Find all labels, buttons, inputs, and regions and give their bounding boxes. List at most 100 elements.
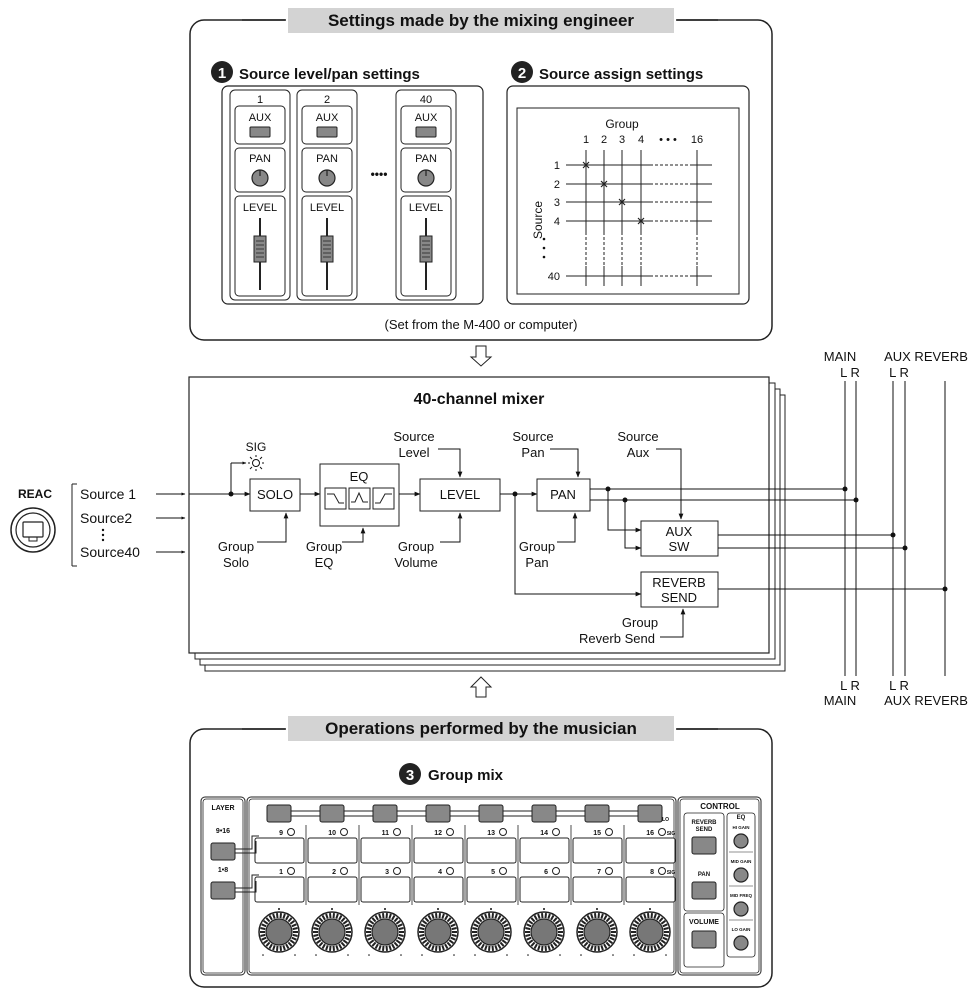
aux-label: AUX	[316, 112, 339, 124]
knob-dot	[347, 954, 349, 956]
pan-label: PAN	[415, 153, 437, 165]
bus-aux-lr-bottom: L R	[889, 678, 909, 693]
lower-display	[466, 876, 517, 903]
lower-display	[625, 876, 676, 903]
source-row-label: 1	[554, 160, 560, 172]
pan-label: PAN	[316, 153, 338, 165]
source-40-label: Source40	[80, 544, 140, 560]
volume-button[interactable]	[691, 930, 717, 949]
upper-display	[466, 837, 517, 864]
bus-main-bottom: MAIN	[824, 693, 857, 708]
upper-led-icon	[340, 828, 348, 836]
channel-number: 2	[324, 94, 330, 106]
lower-channel-number: 3	[385, 869, 389, 876]
knob-dot	[633, 954, 635, 956]
section-1-title: Source level/pan settings	[239, 66, 420, 83]
pan-section	[400, 147, 452, 193]
assign-cross-icon	[600, 180, 608, 188]
upper-led-icon	[658, 828, 666, 836]
section-2-title: Source assign settings	[539, 66, 703, 83]
lower-led-icon	[605, 867, 613, 875]
group-col-label: 2	[601, 134, 607, 146]
reverb-send-button[interactable]	[691, 836, 717, 855]
knob-cap	[318, 918, 346, 946]
knob-dot	[612, 954, 614, 956]
eq-section-label: EQ	[737, 815, 746, 821]
pan-btn-label: PAN	[698, 872, 710, 878]
channel-strip	[296, 89, 358, 301]
aux-button[interactable]	[415, 126, 437, 138]
lower-channel-number: 7	[597, 869, 601, 876]
aux-button[interactable]	[316, 126, 338, 138]
eq-knob[interactable]	[733, 833, 749, 849]
lower-channel-number: 2	[332, 869, 336, 876]
top-panel-title: Settings made by the mixing engineer	[328, 11, 634, 30]
layer-9-16-button[interactable]	[210, 842, 236, 861]
aux-button[interactable]	[249, 126, 271, 138]
knob-dot	[506, 954, 508, 956]
knob-dot	[474, 954, 476, 956]
group-col-label: 16	[691, 134, 703, 146]
mixer-panel: 40-channel mixer REAC Source 1 Source2 S…	[10, 376, 948, 672]
knob-dot	[331, 908, 333, 910]
upper-channel-number: 10	[328, 830, 336, 837]
lower-display	[360, 876, 411, 903]
upper-channel-number: 13	[487, 830, 495, 837]
knob-dot	[649, 908, 651, 910]
upper-led-icon	[552, 828, 560, 836]
lower-channel-number: 4	[438, 869, 442, 876]
level-label: LEVEL	[409, 202, 443, 214]
eq-knob[interactable]	[733, 935, 749, 951]
lower-display	[413, 876, 464, 903]
knob-cap	[636, 918, 664, 946]
knob-cap	[583, 918, 611, 946]
upper-led-icon	[287, 828, 295, 836]
knob-cap	[265, 918, 293, 946]
knob-grip	[631, 913, 669, 951]
group-reverb-label-1: Group	[622, 615, 658, 630]
solo-button[interactable]	[372, 804, 398, 823]
knob-grip	[525, 913, 563, 951]
lower-channel-number: 5	[491, 869, 495, 876]
solo-button[interactable]	[478, 804, 504, 823]
knob-cap	[371, 918, 399, 946]
group-eq-label-2: EQ	[315, 555, 334, 570]
volume-btn-label: VOLUME	[689, 919, 719, 926]
upper-led-icon	[446, 828, 454, 836]
top-panel: Settings made by the mixing engineer 1 S…	[189, 8, 773, 341]
solo-button[interactable]	[637, 804, 663, 823]
assign-cross-icon	[618, 198, 626, 206]
solo-button[interactable]	[531, 804, 557, 823]
sig-label-upper: SIG	[667, 831, 676, 837]
pan-button[interactable]	[691, 881, 717, 900]
level-section	[400, 195, 452, 297]
knob-dot	[294, 954, 296, 956]
solo-button[interactable]	[584, 804, 610, 823]
upper-display	[572, 837, 623, 864]
source-pan-label-1: Source	[512, 429, 553, 444]
lower-led-icon	[499, 867, 507, 875]
knob-dot	[421, 954, 423, 956]
solo-button[interactable]	[425, 804, 451, 823]
knob-dot	[437, 908, 439, 910]
eq-knob[interactable]	[733, 901, 749, 917]
aux-sw-block	[640, 520, 719, 557]
knob-dot	[665, 954, 667, 956]
eq-knob[interactable]	[733, 867, 749, 883]
upper-display	[413, 837, 464, 864]
source-aux-label-2: Aux	[627, 445, 650, 460]
upper-display	[519, 837, 570, 864]
source-row-label: 3	[554, 197, 560, 209]
layer-1-8-button[interactable]	[210, 881, 236, 900]
solo-button[interactable]	[319, 804, 345, 823]
level-block-label: LEVEL	[440, 487, 480, 502]
solo-button[interactable]	[266, 804, 292, 823]
knob-dot	[384, 908, 386, 910]
eq-knob-label: MID GAIN	[731, 859, 752, 864]
group-col-label: 3	[619, 134, 625, 146]
aux-sw-label-2: SW	[669, 539, 691, 554]
lower-display	[572, 876, 623, 903]
sig-led-icon	[248, 455, 264, 471]
knob-dot	[559, 954, 561, 956]
